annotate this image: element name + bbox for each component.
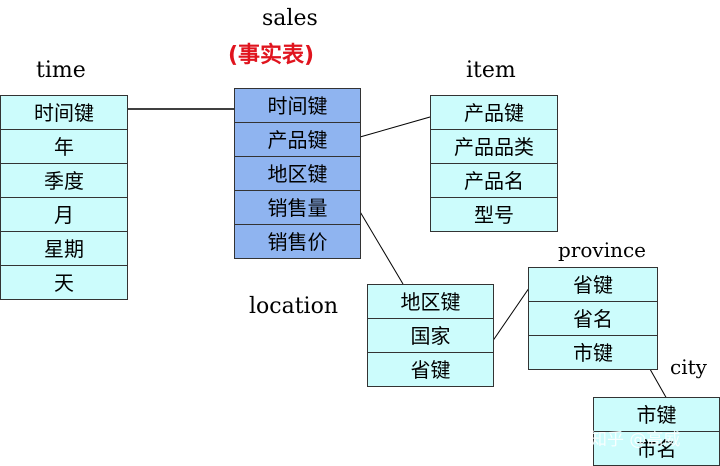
watermark: 知乎 @高威 [590, 430, 681, 450]
sales-title: sales [262, 6, 318, 31]
city-table: 市键 市名 [593, 397, 720, 466]
province-table: 省键 省名 市键 [528, 267, 658, 370]
fact-table-label: (事实表) [228, 43, 315, 68]
province-row: 市键 [529, 336, 657, 370]
item-row: 型号 [431, 198, 557, 232]
location-table: 地区键 国家 省键 [367, 284, 494, 387]
location-title: location [249, 294, 339, 319]
location-row: 国家 [368, 319, 493, 353]
province-row: 省名 [529, 302, 657, 336]
city-row: 市键 [594, 398, 719, 432]
item-table: 产品键 产品品类 产品名 型号 [430, 95, 558, 232]
time-row: 季度 [1, 164, 127, 198]
sales-row: 产品键 [235, 123, 360, 157]
province-title: province [558, 238, 647, 262]
city-title: city [670, 355, 707, 379]
sales-row: 时间键 [235, 89, 360, 123]
location-row: 省键 [368, 353, 493, 387]
sales-row: 销售价 [235, 225, 360, 259]
time-row: 星期 [1, 232, 127, 266]
time-row: 年 [1, 130, 127, 164]
sales-table: 时间键 产品键 地区键 销售量 销售价 [234, 88, 361, 259]
time-title: time [36, 58, 86, 83]
item-row: 产品名 [431, 164, 557, 198]
province-row: 省键 [529, 268, 657, 302]
time-row: 月 [1, 198, 127, 232]
location-row: 地区键 [368, 285, 493, 319]
sales-row: 地区键 [235, 157, 360, 191]
item-title: item [466, 58, 516, 83]
time-row: 时间键 [1, 96, 127, 130]
link-sales-item [359, 116, 431, 138]
time-table: 时间键 年 季度 月 星期 天 [0, 95, 128, 300]
time-row: 天 [1, 266, 127, 300]
item-row: 产品键 [431, 96, 557, 130]
city-row: 市名 [594, 432, 719, 466]
item-row: 产品品类 [431, 130, 557, 164]
sales-row: 销售量 [235, 191, 360, 225]
